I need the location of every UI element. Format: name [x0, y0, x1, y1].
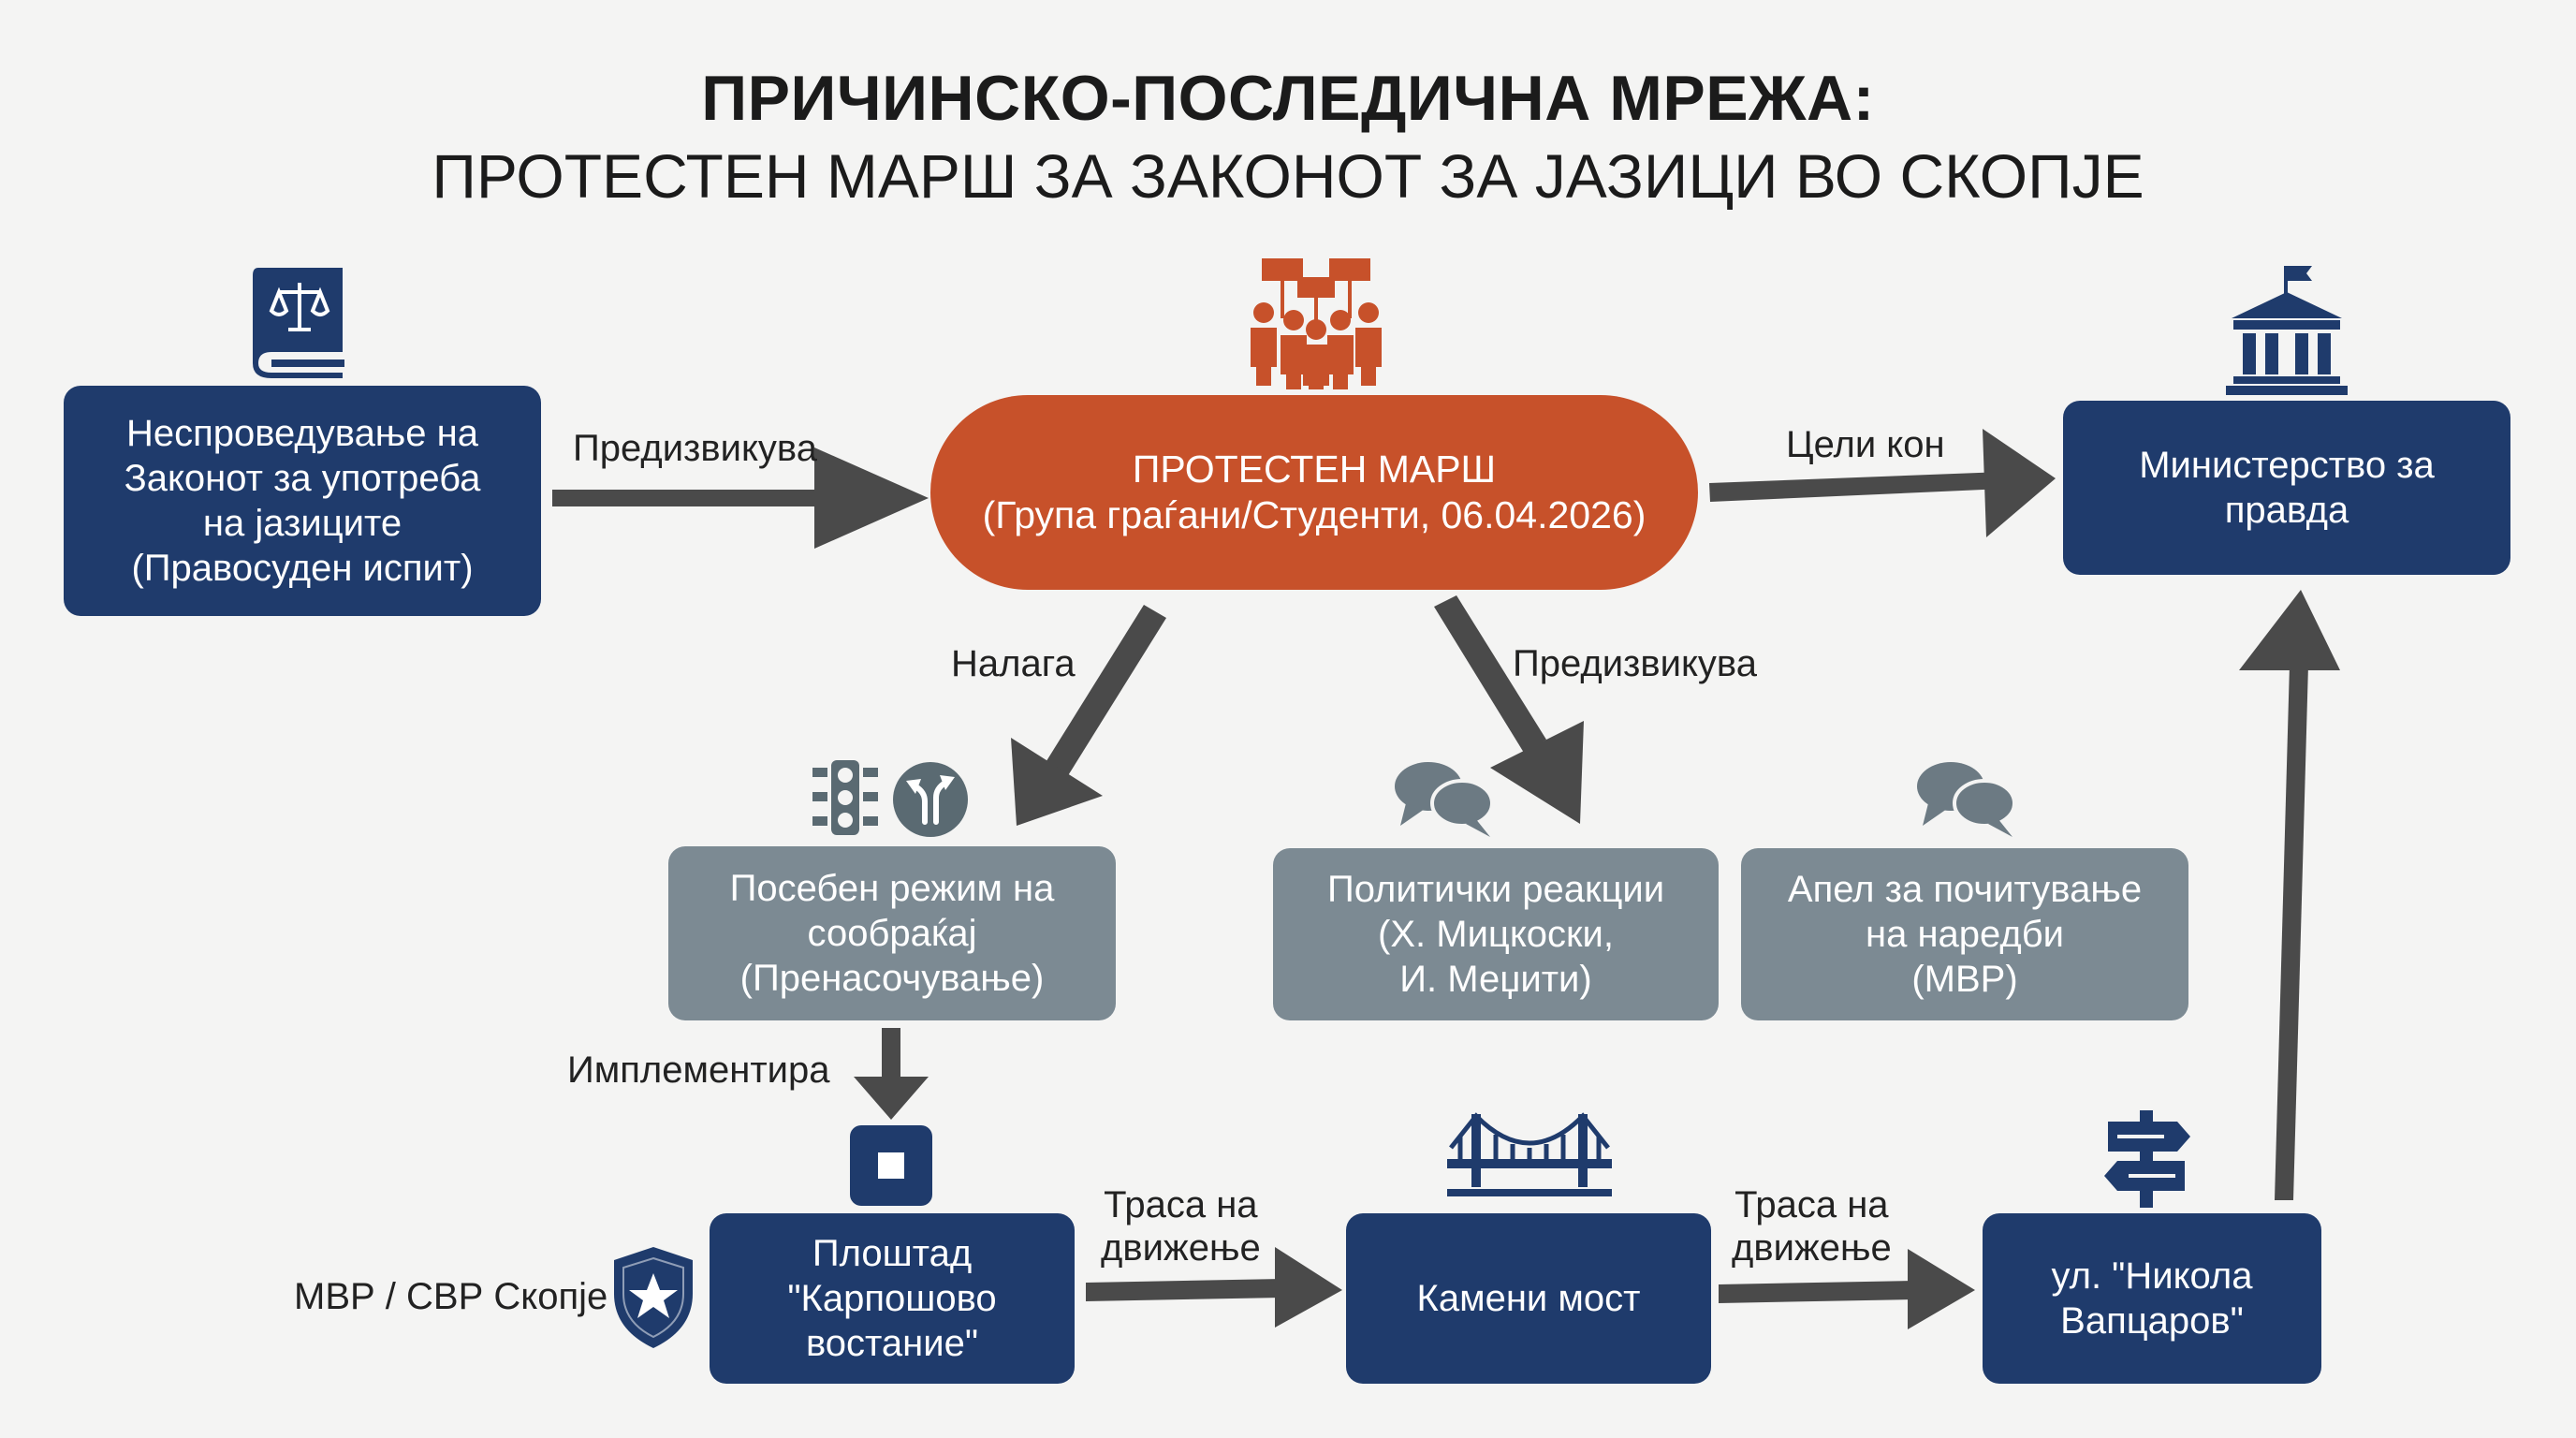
detour-sign-icon [893, 762, 968, 837]
node-stone-bridge: Камени мост [1346, 1213, 1711, 1384]
arrow-square-to-bridge [1086, 1247, 1342, 1328]
edge-label-imposes: Налага [951, 643, 1076, 684]
diagram-subtitle: ПРОТЕСТЕН МАРШ ЗА ЗАКОНОТ ЗА ЈАЗИЦИ ВО С… [432, 141, 2144, 211]
arrow-cause-to-protest [552, 448, 929, 549]
node-square-karposhovo: Плоштад "Карпошово востание" [710, 1213, 1075, 1384]
arrow-protest-to-traffic [1011, 605, 1166, 826]
edge-label-causes-1: Предизвикува [573, 428, 817, 469]
node-protest-march: ПРОТЕСТЕН МАРШ (Група граѓани/Студенти, … [930, 395, 1698, 590]
law-book-icon [253, 268, 344, 378]
edge-label-causes-2: Предизвикува [1513, 643, 1757, 684]
edge-label-route-1: Траса на движење [1101, 1184, 1261, 1269]
speech-bubbles-icon [1395, 762, 1494, 837]
node-special-traffic-regime: Посебен режим на сообраќај (Пренасочувањ… [668, 846, 1116, 1020]
diagram-title: ПРИЧИНСКО-ПОСЛЕДИЧНА МРЕЖА: [701, 63, 1875, 134]
police-label: МВР / СВР Скопје [294, 1276, 608, 1317]
arrow-street-to-ministry [2239, 590, 2340, 1200]
node-street-vaptsarov: ул. "Никола Вапцаров" [1983, 1213, 2321, 1384]
bridge-icon [1447, 1112, 1612, 1196]
node-law-not-implemented: Неспроведување на Законот за употреба на… [64, 386, 541, 616]
arrow-traffic-to-square [854, 1028, 929, 1120]
arrow-protest-to-political [1434, 595, 1584, 824]
node-political-reactions: Политички реакции (Х. Мицкоски, И. Меџит… [1273, 848, 1719, 1020]
edge-label-implements: Имплементира [567, 1049, 830, 1091]
edge-label-route-2: Траса на движење [1732, 1184, 1892, 1269]
police-badge-icon [614, 1247, 693, 1348]
speech-bubbles-icon [1917, 762, 2016, 837]
traffic-light-icon [812, 760, 878, 835]
edge-label-targets: Цели кон [1786, 424, 1945, 465]
node-ministry-of-justice: Министерство за правда [2063, 401, 2510, 575]
signpost-icon [2104, 1110, 2190, 1208]
checkpoint-square-icon [850, 1125, 932, 1206]
courthouse-icon [2226, 266, 2348, 395]
arrow-bridge-to-street [1719, 1249, 1975, 1329]
node-appeal-mvr: Апел за почитување на наредби (МВР) [1741, 848, 2188, 1020]
arrow-protest-to-ministry [1709, 429, 2056, 537]
protest-crowd-icon [1251, 258, 1382, 389]
